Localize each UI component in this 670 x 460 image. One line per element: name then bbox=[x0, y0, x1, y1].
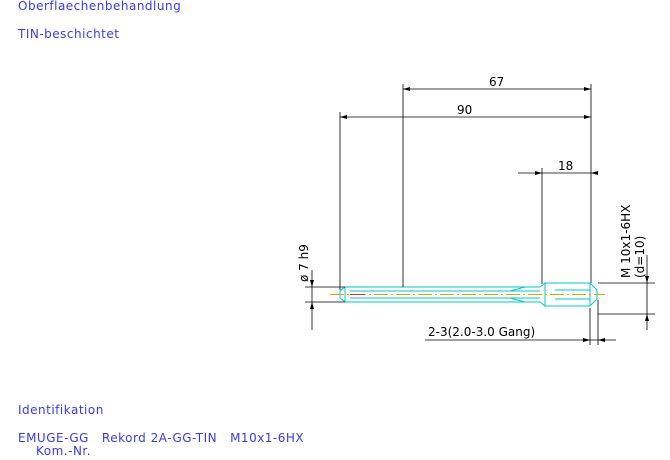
dim-shank-diameter: ø 7 h9 bbox=[297, 244, 311, 282]
coating-value: TIN-beschichtet bbox=[18, 27, 120, 41]
thread-nominal-d: (d=10) bbox=[633, 236, 647, 278]
dim-18: 18 bbox=[558, 159, 573, 173]
thread-spec: M 10x1-6HX bbox=[619, 205, 633, 278]
identification-line: EMUGE-GG Rekord 2A-GG-TIN M10x1-6HX bbox=[18, 431, 305, 445]
kom-nr-label: Kom.-Nr. bbox=[36, 444, 92, 458]
dim-67: 67 bbox=[489, 75, 504, 89]
surface-treatment-label: Oberflaechenbehandlung bbox=[18, 0, 182, 13]
arrowheads bbox=[310, 87, 649, 342]
dim-90: 90 bbox=[457, 103, 472, 117]
chamfer-spec: 2-3(2.0-3.0 Gang) bbox=[428, 325, 535, 339]
dimension-lines bbox=[305, 84, 655, 345]
identification-label: Identifikation bbox=[18, 403, 104, 417]
